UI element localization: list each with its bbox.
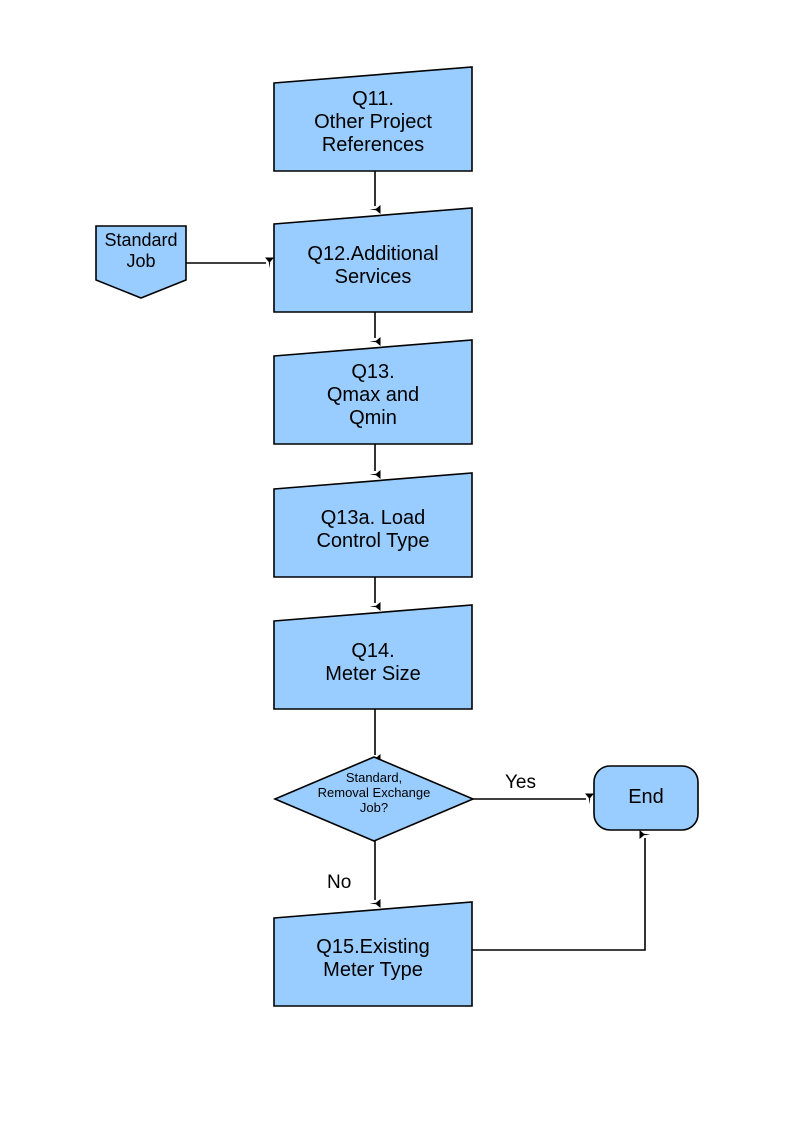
- edge-label-no: No: [327, 872, 352, 893]
- node-end[interactable]: [593, 765, 699, 831]
- node-q13[interactable]: [273, 339, 473, 445]
- node-q11[interactable]: [273, 66, 473, 172]
- edge-q15-to-end: [472, 830, 651, 951]
- node-standard-job[interactable]: [95, 225, 187, 299]
- node-q12[interactable]: [273, 207, 473, 313]
- node-decision[interactable]: [272, 756, 476, 842]
- node-q13a[interactable]: [273, 472, 473, 578]
- node-q15[interactable]: [273, 901, 473, 1007]
- connector-layer: [186, 171, 651, 951]
- node-q14[interactable]: [273, 604, 473, 710]
- edge-label-yes: Yes: [505, 772, 536, 793]
